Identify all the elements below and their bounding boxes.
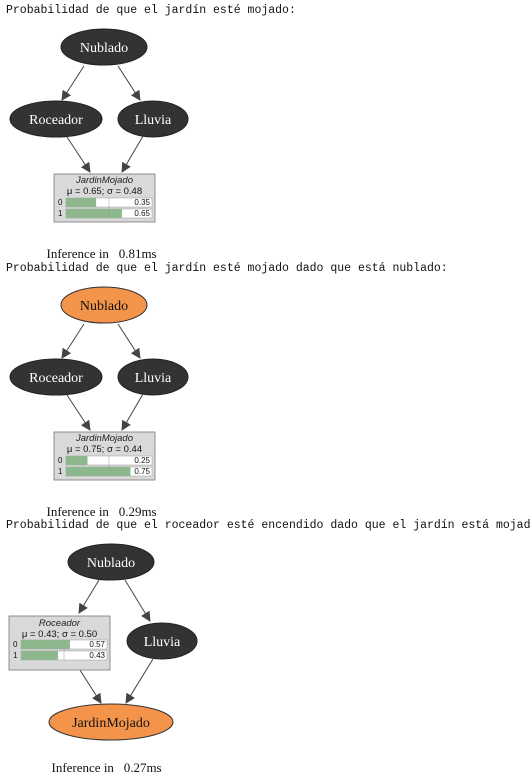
dist-bar [66,198,97,207]
dist-prob-label: 0.35 [134,198,150,207]
dist-stats: μ = 0.65; σ = 0.48 [67,186,142,197]
dist-prob-label: 0.65 [134,209,150,218]
inference-time-3: Inference in 0.27ms [45,744,162,776]
edge-nublado-lluvia [117,65,141,101]
dist-bar [66,209,122,218]
section-2-title: Probabilidad de que el jardín esté mojad… [6,262,448,275]
node-lluvia: Lluvia [126,622,198,660]
edge-roceador-jardinmojado [77,666,102,704]
inference-time-1: Inference in 0.81ms [40,230,157,262]
dist-stats: μ = 0.75; σ = 0.44 [67,444,142,455]
inference-label: Inference in [46,246,109,261]
node-lluvia-label: Lluvia [135,371,172,386]
node-lluvia: Lluvia [117,358,189,396]
dist-box-jardinmojado: JardinMojado μ = 0.75; σ = 0.44 0 0.25 1 0.… [53,431,156,481]
inference-value: 0.81ms [118,246,157,261]
dist-state-label: 1 [13,651,18,660]
dist-prob-label: 0.43 [89,651,105,660]
dist-state-label: 1 [58,209,63,218]
node-jardinmojado-label: JardinMojado [72,716,150,731]
node-nublado-observed: Nublado [60,286,148,324]
edge-lluvia-jardinmojado [121,393,144,431]
section-3-title: Probabilidad de que el roceador esté enc… [6,519,531,532]
inference-time-2: Inference in 0.29ms [40,488,157,520]
dist-bar [21,640,70,649]
edge-nublado-roceador [61,65,85,101]
dist-bar [21,651,58,660]
dist-box-roceador: Roceador μ = 0.43; σ = 0.50 0 0.57 1 0.43 [8,615,111,671]
edge-roceador-jardinmojado [66,136,91,173]
section-3-graph: Nublado Roceador μ = 0.43; σ = 0.50 0 0.5… [8,543,198,741]
edge-nublado-lluvia [117,323,141,359]
dist-prob-label: 0.75 [134,467,150,476]
dist-name: Roceador [39,618,81,629]
edge-nublado-lluvia [124,579,151,622]
dist-prob-label: 0.57 [89,640,105,649]
node-roceador: Roceador [9,358,103,396]
node-nublado-label: Nublado [80,41,128,56]
node-jardinmojado-observed: JardinMojado [48,703,174,741]
dist-bar [66,467,131,476]
dist-bar [66,456,88,465]
node-nublado: Nublado [67,543,155,581]
inference-value: 0.27ms [123,760,162,775]
inference-label: Inference in [51,760,114,775]
dist-box-jardinmojado: JardinMojado μ = 0.65; σ = 0.48 0 0.35 1 0.… [53,173,156,223]
edge-lluvia-jardinmojado [125,658,154,704]
section-1-title: Probabilidad de que el jardín esté mojad… [6,4,296,17]
edge-roceador-jardinmojado [66,394,91,431]
node-roceador-label: Roceador [29,113,83,128]
edge-nublado-roceador [61,323,85,359]
inference-value: 0.29ms [118,504,157,519]
node-lluvia-label: Lluvia [144,635,181,650]
section-1-graph: Nublado Roceador Lluvia JardinMojado μ =… [9,28,189,223]
dist-state-label: 0 [58,456,63,465]
node-roceador: Roceador [9,100,103,138]
edge-nublado-roceador [78,579,100,614]
node-lluvia: Lluvia [117,100,189,138]
dist-stats: μ = 0.43; σ = 0.50 [22,629,97,640]
edge-lluvia-jardinmojado [121,135,144,173]
dist-prob-label: 0.25 [134,456,150,465]
node-nublado-label: Nublado [80,299,128,314]
section-2-graph: Nublado Roceador Lluvia JardinMojado μ =… [9,286,189,481]
dist-state-label: 1 [58,467,63,476]
dist-state-label: 0 [13,640,18,649]
dist-name: JardinMojado [75,175,133,186]
inference-label: Inference in [46,504,109,519]
node-nublado-label: Nublado [87,556,135,571]
node-nublado: Nublado [60,28,148,66]
node-lluvia-label: Lluvia [135,113,172,128]
node-roceador-label: Roceador [29,371,83,386]
dist-state-label: 0 [58,198,63,207]
dist-name: JardinMojado [75,433,133,444]
